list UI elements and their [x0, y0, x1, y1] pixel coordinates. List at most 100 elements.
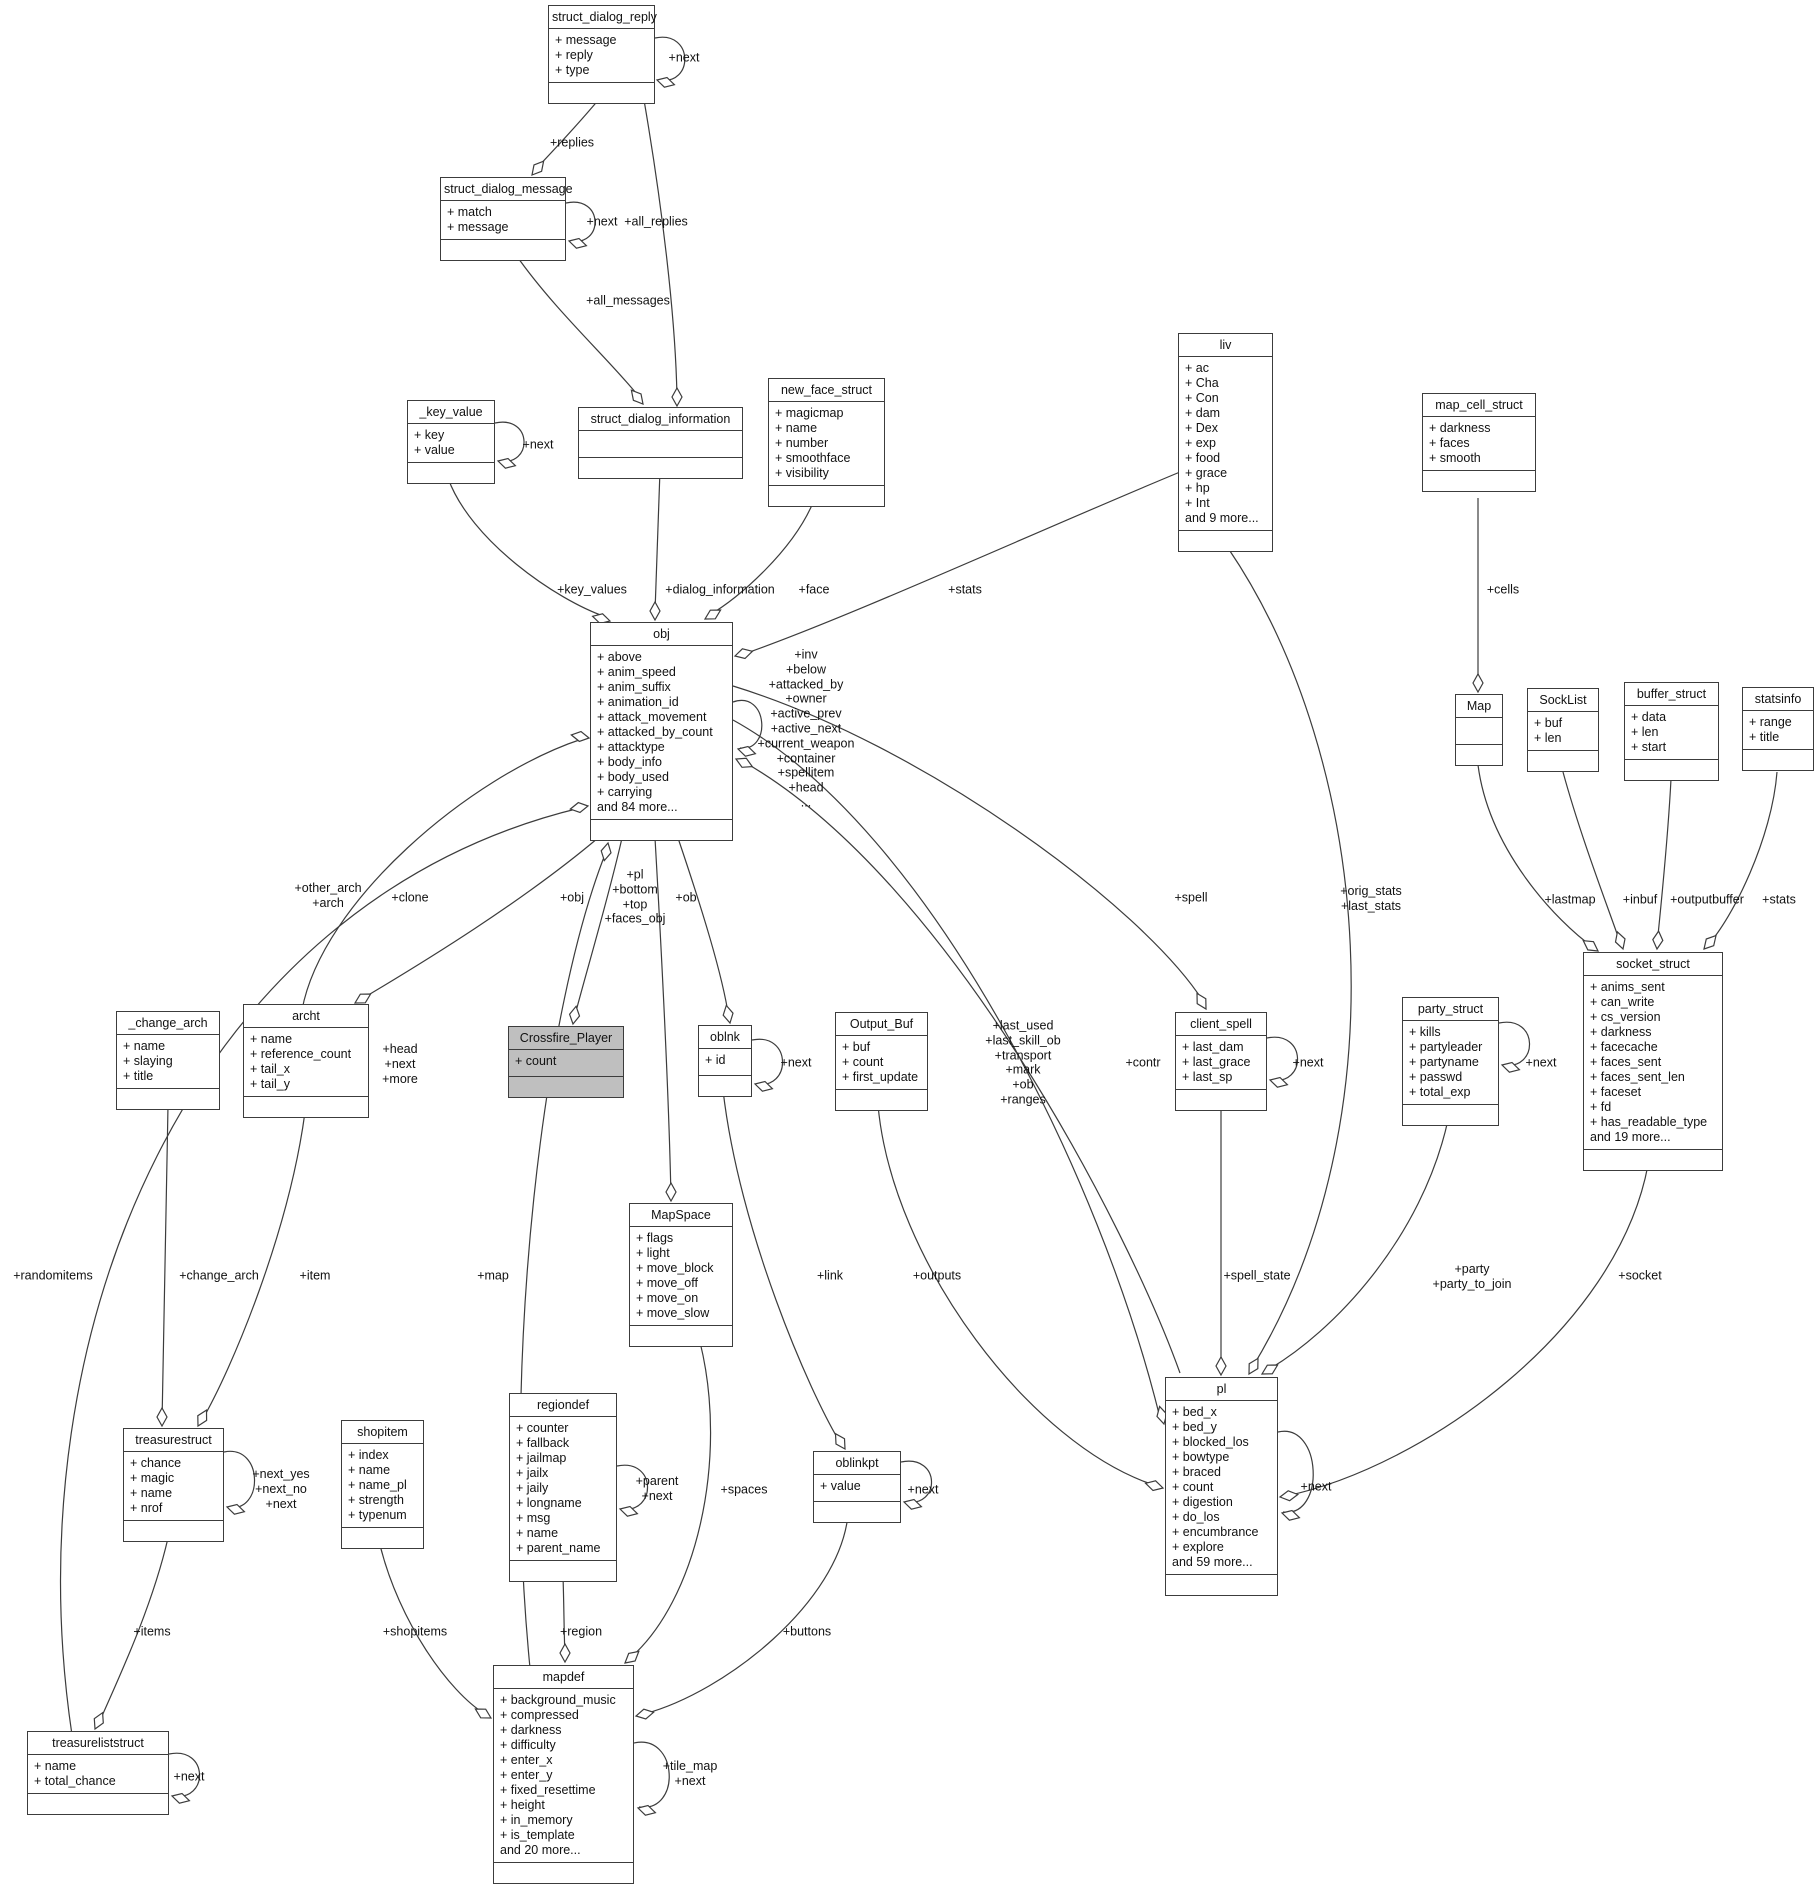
- class-box-new_face_struct[interactable]: new_face_struct+ magicmap+ name+ number+…: [768, 378, 885, 507]
- class-attribute: + slaying: [123, 1054, 173, 1068]
- edge: [677, 837, 730, 1020]
- class-title: struct_dialog_information: [579, 408, 742, 431]
- class-attribute: + light: [636, 1246, 670, 1260]
- class-methods-empty: [509, 1077, 623, 1097]
- class-attributes: + name+ total_chance: [28, 1755, 168, 1794]
- class-box-struct_dialog_reply[interactable]: struct_dialog_reply+ message+ reply+ typ…: [548, 5, 657, 104]
- class-methods-empty: [769, 486, 884, 506]
- edge-label: +next: [522, 437, 554, 452]
- class-box-MapSpace[interactable]: MapSpace+ flags+ light+ move_block+ move…: [629, 1203, 733, 1347]
- class-attribute: + food: [1185, 451, 1221, 465]
- class-attribute: + name: [123, 1039, 166, 1053]
- class-title: mapdef: [494, 1666, 633, 1689]
- class-attribute: + bed_y: [1172, 1420, 1217, 1434]
- class-attribute: + bed_x: [1172, 1405, 1217, 1419]
- edge: [1227, 547, 1352, 1369]
- class-attribute: + compressed: [500, 1708, 579, 1722]
- class-attribute: + tail_y: [250, 1077, 290, 1091]
- class-attribute: + name: [516, 1526, 559, 1540]
- class-attribute: + encumbrance: [1172, 1525, 1259, 1539]
- edge-label: +items: [133, 1624, 171, 1639]
- class-box-treasureliststruct[interactable]: treasureliststruct+ name+ total_chance: [27, 1731, 169, 1815]
- class-title: archt: [244, 1005, 368, 1028]
- aggregation-diamond: [1500, 1061, 1521, 1073]
- edge-label: +next: [1525, 1055, 1557, 1070]
- class-box-mapdef[interactable]: mapdef+ background_music+ compressed+ da…: [493, 1665, 634, 1884]
- class-attribute: + parent_name: [516, 1541, 601, 1555]
- class-box-party_struct[interactable]: party_struct+ kills+ partyleader+ partyn…: [1402, 997, 1499, 1126]
- class-box-pl[interactable]: pl+ bed_x+ bed_y+ blocked_los+ bowtype+ …: [1165, 1377, 1278, 1596]
- aggregation-diamond: [1280, 1509, 1301, 1521]
- class-attribute: + carrying: [597, 785, 653, 799]
- class-box-archt[interactable]: archt+ name+ reference_count+ tail_x+ ta…: [243, 1004, 369, 1118]
- class-methods-empty: [494, 1863, 633, 1883]
- class-attributes: + data+ len+ start: [1625, 706, 1718, 760]
- edge: [1656, 778, 1672, 946]
- edge-label: +contr: [1125, 1055, 1161, 1070]
- class-title: socket_struct: [1584, 953, 1722, 976]
- class-box-client_spell[interactable]: client_spell+ last_dam+ last_grace+ last…: [1175, 1012, 1267, 1111]
- class-methods-empty: [549, 83, 654, 103]
- aggregation-diamond: [568, 1005, 581, 1026]
- class-attributes: + last_dam+ last_grace+ last_sp: [1176, 1036, 1266, 1090]
- class-attribute: + bowtype: [1172, 1450, 1230, 1464]
- class-box-oblinkpt[interactable]: oblinkpt+ value: [813, 1451, 901, 1523]
- edge: [98, 1537, 169, 1724]
- class-box-Crossfire_Player[interactable]: Crossfire_Player+ count: [508, 1026, 624, 1098]
- edge: [654, 837, 672, 1199]
- aggregation-diamond: [1614, 930, 1626, 951]
- class-attribute: + start: [1631, 740, 1667, 754]
- class-box-SockList[interactable]: SockList+ buf+ len: [1527, 688, 1599, 772]
- class-methods-empty: [1625, 760, 1718, 780]
- class-title: party_struct: [1403, 998, 1498, 1021]
- class-methods-empty: [1179, 531, 1272, 551]
- class-attribute: + Int: [1185, 496, 1210, 510]
- edge: [643, 99, 678, 401]
- class-box-_key_value[interactable]: _key_value+ key+ value: [407, 400, 495, 484]
- aggregation-diamond: [1144, 1480, 1165, 1492]
- class-box-liv[interactable]: liv+ ac+ Cha+ Con+ dam+ Dex+ exp+ food+ …: [1178, 333, 1273, 552]
- class-box-Map[interactable]: Map: [1455, 694, 1503, 766]
- class-attribute: + len: [1631, 725, 1659, 739]
- class-attribute: + total_chance: [34, 1774, 116, 1788]
- class-attribute: + count: [515, 1054, 557, 1068]
- class-box-treasurestruct[interactable]: treasurestruct+ chance+ magic+ name+ nro…: [123, 1428, 224, 1542]
- class-box-oblnk[interactable]: oblnk+ id: [698, 1025, 752, 1097]
- class-attribute: + message: [555, 33, 617, 47]
- class-attribute: + name: [250, 1032, 293, 1046]
- class-attribute: + name: [775, 421, 818, 435]
- class-box-Output_Buf[interactable]: Output_Buf+ buf+ count+ first_update: [835, 1012, 928, 1111]
- class-box-_change_arch[interactable]: _change_arch+ name+ slaying+ title: [116, 1011, 220, 1110]
- class-box-struct_dialog_message[interactable]: struct_dialog_message+ match+ message: [440, 177, 573, 261]
- class-box-map_cell_struct[interactable]: map_cell_struct+ darkness+ faces+ smooth: [1422, 393, 1536, 492]
- class-box-statsinfo[interactable]: statsinfo+ range+ title: [1742, 687, 1814, 771]
- class-box-shopitem[interactable]: shopitem+ index+ name+ name_pl+ strength…: [341, 1420, 424, 1549]
- edge-label: +next_yes +next_no +next: [252, 1466, 310, 1511]
- class-box-socket_struct[interactable]: socket_struct+ anims_sent+ can_write+ cs…: [1583, 952, 1723, 1171]
- aggregation-diamond: [225, 1503, 246, 1515]
- aggregation-diamond: [531, 160, 545, 176]
- edge-label: +randomitems: [13, 1268, 93, 1283]
- class-attribute: + enter_x: [500, 1753, 553, 1767]
- class-attributes: + background_music+ compressed+ darkness…: [494, 1689, 633, 1863]
- class-attribute: + move_off: [636, 1276, 698, 1290]
- class-box-struct_dialog_information[interactable]: struct_dialog_information: [578, 407, 743, 479]
- class-box-regiondef[interactable]: regiondef+ counter+ fallback+ jailmap+ j…: [509, 1393, 617, 1582]
- aggregation-diamond: [753, 1080, 774, 1092]
- aggregation-diamond: [567, 237, 588, 249]
- class-box-obj[interactable]: obj+ above+ anim_speed+ anim_suffix+ ani…: [590, 622, 733, 841]
- edge-label: +buttons: [782, 1624, 832, 1639]
- edge-label: +pl +bottom +top +faces_obj: [604, 867, 666, 926]
- class-attribute: + range: [1749, 715, 1792, 729]
- class-box-buffer_struct[interactable]: buffer_struct+ data+ len+ start: [1624, 682, 1719, 781]
- edge-label: +dialog_information: [665, 582, 775, 597]
- edge-label: +spell: [1174, 890, 1208, 905]
- class-title: statsinfo: [1743, 688, 1813, 711]
- edge-label: +next: [586, 214, 618, 229]
- class-attribute: + explore: [1172, 1540, 1224, 1554]
- aggregation-diamond: [736, 745, 757, 757]
- class-title: treasurestruct: [124, 1429, 223, 1452]
- class-methods-empty: [1456, 745, 1502, 765]
- aggregation-diamond: [902, 1498, 923, 1510]
- aggregation-diamond: [665, 1181, 677, 1203]
